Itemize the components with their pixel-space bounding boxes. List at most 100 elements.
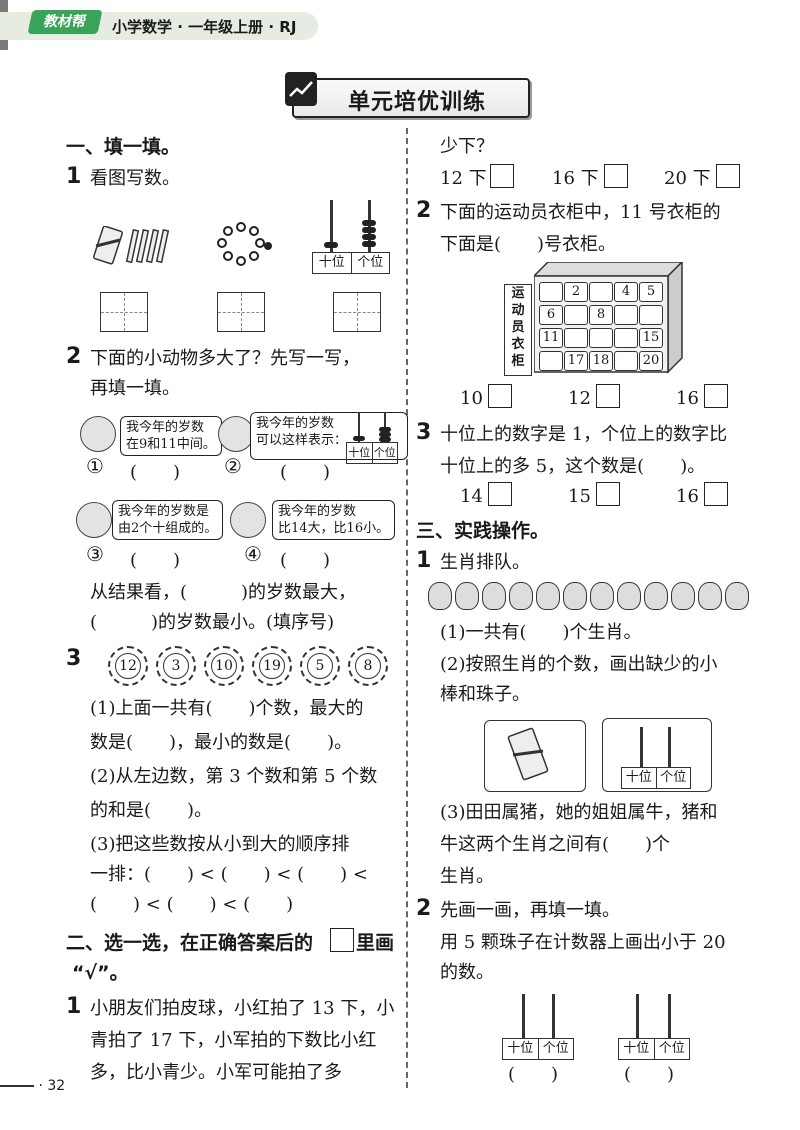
brand-badge: 教材帮: [27, 10, 103, 34]
q4-line-3: 多，比小青少。小军可能拍了多: [90, 1062, 342, 1083]
q6-option-2-box[interactable]: [596, 482, 620, 506]
q7-line-1: (1)一共有( )个生肖。: [440, 622, 642, 643]
tens-label: 十位: [313, 253, 352, 273]
donkey-icon: [230, 502, 266, 538]
q1-number: 1: [66, 164, 82, 189]
q8-line1: 用 5 颗珠子在计数器上画出小于 20: [440, 932, 726, 953]
section-2-title-c: “√”。: [72, 962, 129, 984]
q7-text: 生肖排队。: [440, 552, 530, 573]
q2-result-line1: 从结果看，( )的岁数最大，: [90, 582, 357, 603]
q2-number: 2: [66, 344, 82, 369]
answer-paren-4[interactable]: ( ): [280, 550, 331, 571]
abacus-q7-box[interactable]: 十位个位: [602, 718, 712, 792]
q8-line2: 的数。: [440, 962, 494, 983]
q8-number: 2: [416, 896, 432, 921]
q6-line2: 十位上的多 5，这个数是( )。: [440, 456, 706, 477]
q3-number: 3: [66, 646, 82, 671]
abacus-draw-2[interactable]: 十位个位: [618, 994, 690, 1060]
abacus-q1: 十位 个位: [312, 200, 390, 276]
q6-option-1-box[interactable]: [488, 482, 512, 506]
q3-line-7: ( ) < ( ) < ( ): [90, 894, 294, 915]
answer-paren-3[interactable]: ( ): [130, 550, 181, 571]
q4-number: 1: [66, 994, 82, 1019]
answer-grid-3[interactable]: [333, 292, 381, 332]
q5-option-2-box[interactable]: [596, 384, 620, 408]
q6-option-1-label: 14: [460, 486, 483, 507]
stick-bundle-icon: [88, 225, 178, 270]
q7-line-2: (2)按照生肖的个数，画出缺少的小: [440, 654, 718, 675]
unit-title-box: [292, 78, 530, 118]
flower-number: 5: [300, 646, 340, 686]
q2-line2: 再填一填。: [90, 378, 180, 399]
q4-line-2: 青拍了 17 下，小军拍的下数比小红: [90, 1030, 377, 1051]
q4-option-1-label: 12 下: [440, 168, 487, 189]
flower-number: 19: [252, 646, 292, 686]
speech-bubble-1: 我今年的岁数在9和11中间。: [120, 416, 222, 456]
q7-number: 1: [416, 548, 432, 573]
cabinet-label: 运动 员衣 柜: [504, 284, 532, 376]
q3-line-1: (1)上面一共有( )个数，最大的: [90, 698, 364, 719]
book-title: 小学数学 · 一年级上册 · RJ: [112, 18, 297, 36]
elephant-icon: [76, 502, 112, 538]
locker-cabinet: 2 4 5 6 8 11 15 17 18 20: [534, 262, 684, 374]
checkbox-sample: [330, 928, 354, 952]
q3-line-3: (2)从左边数，第 3 个数和第 5 个数: [90, 766, 378, 787]
flower-number: 8: [348, 646, 388, 686]
marker-4: ④: [244, 542, 262, 566]
stick-bundle-box[interactable]: [484, 720, 586, 792]
ones-label: 个位: [357, 255, 384, 270]
answer-paren-abacus-2[interactable]: ( ): [624, 1064, 675, 1085]
q4-option-3-box[interactable]: [716, 164, 740, 188]
section-2-title-b: 里画: [356, 932, 395, 954]
q5-option-1-label: 10: [460, 388, 483, 409]
column-divider: [406, 128, 408, 1088]
q1-text: 看图写数。: [90, 168, 180, 189]
q6-option-3-box[interactable]: [704, 482, 728, 506]
q3-line-4: 的和是( )。: [90, 800, 213, 821]
speech-bubble-2: 我今年的岁数可以这样表示：: [250, 412, 408, 460]
answer-paren-abacus-1[interactable]: ( ): [508, 1064, 559, 1085]
answer-grid-2[interactable]: [217, 292, 265, 332]
answer-grid-1[interactable]: [100, 292, 148, 332]
flower-number: 12: [108, 646, 148, 686]
flower-number: 10: [204, 646, 244, 686]
q4-option-1-box[interactable]: [490, 164, 514, 188]
dog-icon: [80, 416, 116, 452]
q7-line-4: (3)田田属猪，她的姐姐属牛，猪和: [440, 802, 718, 823]
q7-line-5: 牛这两个生肖之间有( )个: [440, 834, 671, 855]
q5-line1: 下面的运动员衣柜中，11 号衣柜的: [440, 202, 721, 223]
trend-icon: [285, 72, 317, 106]
speech-bubble-4: 我今年的岁数比14大，比16小。: [272, 500, 396, 540]
q8-text: 先画一画，再填一填。: [440, 900, 620, 921]
zodiac-animals-row: [428, 582, 760, 614]
q4-tail: 少下？: [440, 136, 494, 157]
q5-option-3-label: 16: [676, 388, 699, 409]
q6-number: 3: [416, 420, 432, 445]
q5-option-1-box[interactable]: [488, 384, 512, 408]
q7-line-6: 生肖。: [440, 866, 494, 887]
q5-line2: 下面是( )号衣柜。: [440, 234, 617, 255]
q5-number: 2: [416, 198, 432, 223]
q3-line-6: 一排：( ) < ( ) < ( ) <: [90, 864, 368, 885]
q6-line1: 十位上的数字是 1，个位上的数字比: [440, 424, 728, 445]
q5-option-2-label: 12: [568, 388, 591, 409]
flower-row: 12 3 10 19 5 8: [108, 646, 388, 686]
q3-line-2: 数是( )，最小的数是( )。: [90, 732, 353, 753]
monkey-icon: [218, 416, 254, 452]
section-3-title: 三、实践操作。: [416, 520, 550, 542]
q3-line-5: (3)把这些数按从小到大的顺序排: [90, 834, 350, 855]
section-2-title-a: 二、选一选，在正确答案后的: [66, 932, 314, 954]
marker-2: ②: [224, 454, 242, 478]
speech-bubble-3: 我今年的岁数是由2个十组成的。: [112, 500, 224, 540]
section-1-title: 一、填一填。: [66, 136, 181, 158]
abacus-draw-1[interactable]: 十位个位: [502, 994, 574, 1060]
q5-option-3-box[interactable]: [704, 384, 728, 408]
page-number: · 32: [0, 1078, 65, 1094]
marker-3: ③: [86, 542, 104, 566]
unit-title: 单元培优训练: [348, 90, 487, 115]
q6-option-2-label: 15: [568, 486, 591, 507]
q4-line-1: 小朋友们拍皮球，小红拍了 13 下，小: [90, 998, 395, 1019]
answer-paren-1[interactable]: ( ): [130, 462, 181, 483]
answer-paren-2[interactable]: ( ): [280, 462, 331, 483]
q4-option-2-box[interactable]: [604, 164, 628, 188]
